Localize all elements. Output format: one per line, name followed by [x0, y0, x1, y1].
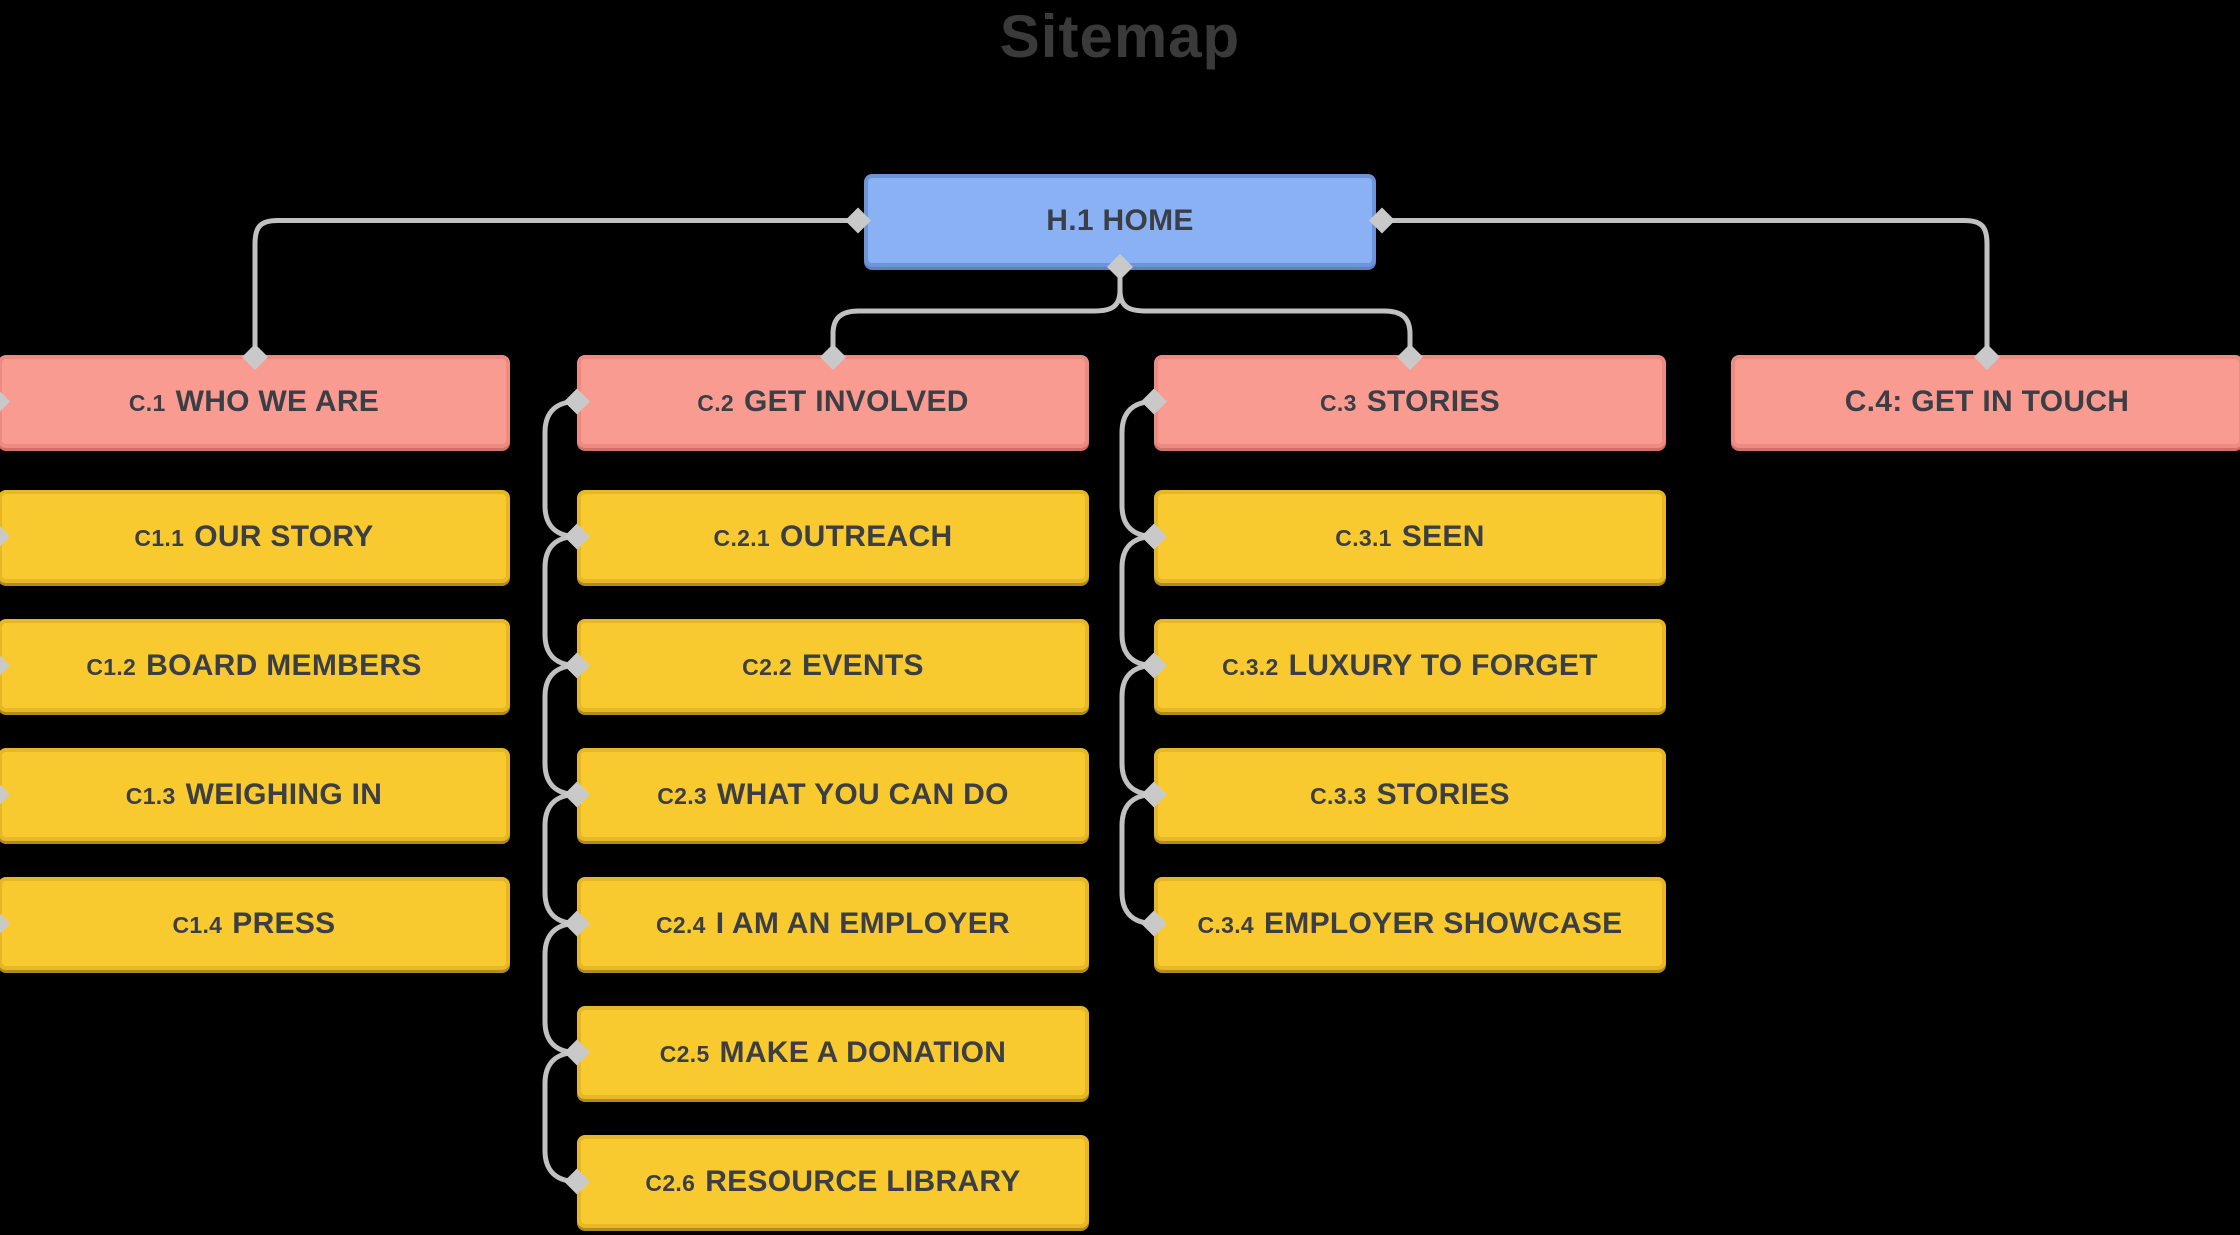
connector-c3-spine: [1119, 399, 1157, 926]
node-prefix: C.3.1: [1335, 524, 1392, 551]
node-label: SEEN: [1401, 519, 1485, 553]
node-label: BOARD MEMBERS: [146, 648, 422, 682]
node-prefix: C.2: [697, 389, 734, 416]
node-label: WHAT YOU CAN DO: [717, 777, 1009, 811]
node-label: EVENTS: [801, 648, 924, 682]
node-prefix: C.3.3: [1310, 782, 1367, 809]
node-c1-2-board-members[interactable]: C1.2 BOARD MEMBERS: [0, 619, 510, 712]
node-prefix: C1.2: [86, 653, 137, 680]
node-label: OUR STORY: [194, 519, 374, 553]
node-label: RESOURCE LIBRARY: [705, 1164, 1021, 1198]
node-c2-get-involved[interactable]: C.2 GET INVOLVED: [577, 355, 1089, 448]
node-prefix: C.3.2: [1222, 653, 1279, 680]
node-label: OUTREACH: [780, 519, 953, 553]
node-home[interactable]: H.1 HOME: [864, 174, 1376, 267]
node-label: STORIES: [1376, 777, 1510, 811]
connector-home-c2: [830, 287, 1123, 360]
node-c1-4-press[interactable]: C1.4 PRESS: [0, 877, 510, 970]
node-label: I AM AN EMPLOYER: [715, 906, 1011, 940]
connector-home-c3: [1117, 287, 1413, 360]
node-prefix: C2.4: [655, 911, 706, 938]
node-prefix: C.3: [1320, 389, 1357, 416]
node-label: WHO WE ARE: [175, 384, 380, 418]
node-label: EMPLOYER SHOWCASE: [1264, 906, 1623, 940]
node-prefix: C.3.4: [1197, 911, 1254, 938]
node-prefix: C2.5: [659, 1040, 710, 1067]
node-label: GET INVOLVED: [743, 384, 969, 418]
node-c1-1-our-story[interactable]: C1.1 OUR STORY: [0, 490, 510, 583]
node-prefix: C2.2: [742, 653, 792, 680]
connector-home-c1: [252, 218, 861, 360]
node-c2-5-make-a-donation[interactable]: C2.5 MAKE A DONATION: [577, 1006, 1089, 1099]
node-c2-1-outreach[interactable]: C.2.1 OUTREACH: [577, 490, 1089, 583]
node-label: LUXURY TO FORGET: [1288, 648, 1598, 682]
node-c3-1-seen[interactable]: C.3.1 SEEN: [1154, 490, 1666, 583]
node-c1-3-weighing-in[interactable]: C1.3 WEIGHING IN: [0, 748, 510, 841]
node-label: PRESS: [232, 906, 336, 940]
node-prefix: C2.3: [657, 782, 708, 809]
node-label: H.1 HOME: [1046, 203, 1194, 237]
node-c2-2-events[interactable]: C2.2 EVENTS: [577, 619, 1089, 712]
node-c1-who-we-are[interactable]: C.1 WHO WE ARE: [0, 355, 510, 448]
node-prefix: C.2.1: [713, 524, 771, 551]
node-prefix: C.1: [128, 389, 166, 416]
page-title: Sitemap: [999, 3, 1241, 70]
connector-c2-spine: [542, 399, 580, 1184]
node-c4-get-in-touch[interactable]: C.4: GET IN TOUCH: [1731, 355, 2240, 448]
node-c2-6-resource-library[interactable]: C2.6 RESOURCE LIBRARY: [577, 1135, 1089, 1228]
node-c3-2-luxury-to-forget[interactable]: C.3.2 LUXURY TO FORGET: [1154, 619, 1666, 712]
node-label: C.4: GET IN TOUCH: [1844, 384, 2130, 418]
node-c2-3-what-you-can-do[interactable]: C2.3 WHAT YOU CAN DO: [577, 748, 1089, 841]
node-label: MAKE A DONATION: [719, 1035, 1007, 1069]
node-prefix: C2.6: [645, 1169, 696, 1196]
node-label: STORIES: [1366, 384, 1500, 418]
node-prefix: C1.4: [172, 911, 223, 938]
node-label: WEIGHING IN: [185, 777, 383, 811]
node-c3-stories[interactable]: C.3 STORIES: [1154, 355, 1666, 448]
node-prefix: C1.1: [134, 524, 185, 551]
node-c3-4-employer-showcase[interactable]: C.3.4 EMPLOYER SHOWCASE: [1154, 877, 1666, 970]
connector-home-c4: [1379, 218, 1990, 360]
node-prefix: C1.3: [125, 782, 176, 809]
node-c3-3-stories[interactable]: C.3.3 STORIES: [1154, 748, 1666, 841]
node-c2-4-i-am-an-employer[interactable]: C2.4 I AM AN EMPLOYER: [577, 877, 1089, 970]
